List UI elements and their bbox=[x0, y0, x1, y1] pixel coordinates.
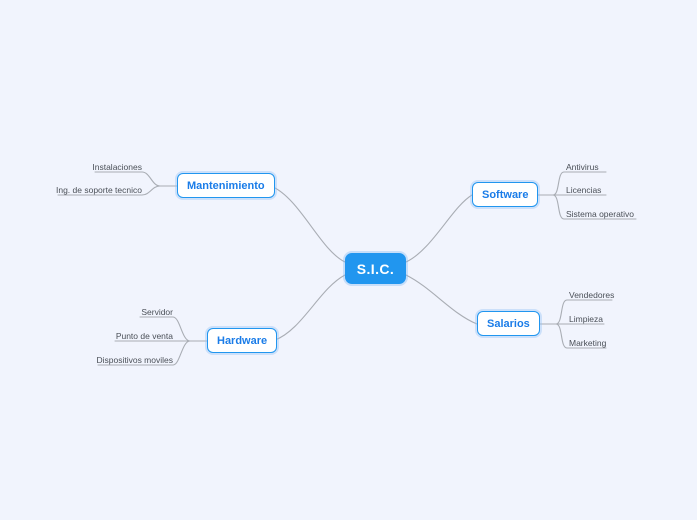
leaf-node-ing-de-soporte-tecnico[interactable]: Ing. de soporte tecnico bbox=[55, 184, 142, 195]
leaf-node-punto-de-venta[interactable]: Punto de venta bbox=[115, 330, 173, 341]
edge-mantenimiento-instalaciones bbox=[141, 171, 161, 187]
edge-root-hardware bbox=[274, 274, 346, 341]
edge-root-mantenimiento bbox=[270, 185, 346, 263]
edge-software-sistema bbox=[552, 194, 565, 220]
branch-node-salarios[interactable]: Salarios bbox=[477, 311, 540, 336]
edge-hardware-dispositivos bbox=[172, 340, 191, 366]
leaf-node-dispositivos-moviles[interactable]: Dispositivos moviles bbox=[96, 354, 173, 365]
edge-hardware-servidor bbox=[172, 316, 191, 342]
root-node[interactable]: S.I.C. bbox=[345, 253, 406, 284]
edge-root-salarios bbox=[405, 274, 478, 325]
branch-node-mantenimiento[interactable]: Mantenimiento bbox=[177, 173, 275, 198]
branch-node-hardware[interactable]: Hardware bbox=[207, 328, 278, 353]
branch-node-software[interactable]: Software bbox=[472, 182, 539, 207]
leaf-node-vendedores[interactable]: Vendedores bbox=[569, 289, 615, 300]
leaf-node-limpieza[interactable]: Limpieza bbox=[569, 313, 604, 324]
edge-root-software bbox=[405, 194, 473, 263]
leaf-node-licencias[interactable]: Licencias bbox=[566, 184, 602, 195]
edge-mantenimiento-soporte bbox=[141, 185, 161, 196]
leaf-node-antivirus[interactable]: Antivirus bbox=[566, 161, 599, 172]
leaf-node-sistema-operativo[interactable]: Sistema operativo bbox=[566, 208, 635, 219]
leaf-node-servidor[interactable]: Servidor bbox=[141, 306, 173, 317]
leaf-node-instalaciones[interactable]: Instalaciones bbox=[92, 161, 142, 172]
leaf-node-marketing[interactable]: Marketing bbox=[569, 337, 607, 348]
edge-software-antivirus bbox=[552, 171, 565, 196]
edge-salarios-marketing bbox=[555, 323, 568, 349]
edge-salarios-vendedores bbox=[555, 299, 568, 325]
